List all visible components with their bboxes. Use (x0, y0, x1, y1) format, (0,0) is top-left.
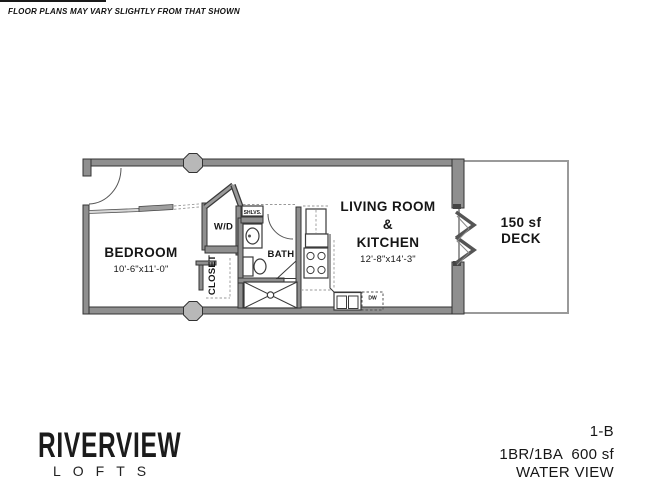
washer-dryer-label: W/D (214, 222, 233, 233)
room-labels: BEDROOM 10'-6"x11'-0" LIVING ROOM & KITC… (104, 199, 541, 302)
burner (317, 251, 326, 261)
door-jamb-top (453, 204, 461, 209)
sliding-door-rail (88, 208, 140, 214)
closet-shelving (206, 258, 231, 299)
toilet-bowl (253, 258, 267, 275)
columns (183, 153, 203, 321)
deck-bifold-door-fold-line (456, 215, 470, 266)
kitchen-cabinet (304, 233, 329, 248)
living-room-label-line1: LIVING ROOM (340, 199, 435, 214)
entry-door-swing (88, 167, 122, 205)
dishwasher-box (361, 291, 384, 311)
wd-closet-door-right (231, 184, 243, 208)
bath-door-swing (267, 213, 294, 240)
living-room-label-line2: & (383, 217, 393, 232)
brand-subtitle: LOFTS (53, 463, 159, 479)
bath-sink (245, 227, 260, 245)
wall-right-upper (451, 158, 465, 209)
deck-size-label: 150 sf (501, 215, 542, 230)
bath-east-wall (295, 206, 302, 309)
wd-closet-door-left (204, 183, 234, 209)
living-room-dimensions: 12'-8"x14'-3" (360, 254, 416, 265)
living-room-label-line3: KITCHEN (357, 235, 420, 250)
interior-walls (195, 182, 302, 309)
burner (306, 251, 315, 261)
deck-bifold-door-lower (454, 235, 477, 265)
shower-drain (266, 291, 275, 299)
closet-north-stub (195, 260, 217, 266)
sliding-door (88, 203, 202, 214)
bath-north-wall (240, 216, 264, 224)
brand-name: RIVERVIEW (38, 426, 182, 465)
burner (317, 265, 326, 275)
kitchen-sink (333, 291, 362, 311)
bedroom-label: BEDROOM (104, 245, 177, 260)
disclaimer-text: FLOOR PLANS MAY VARY SLIGHTLY FROM THAT … (8, 7, 240, 16)
sink-basin-right (348, 295, 359, 309)
closet-label: CLOSET (207, 255, 218, 295)
burner (306, 265, 315, 275)
sliding-door-panel (138, 204, 174, 212)
overhead-dashed-lines (243, 204, 335, 291)
top-border-line (0, 0, 106, 2)
wd-shelf-bar (204, 245, 239, 254)
shelves-label: SHLVS. (244, 210, 262, 216)
sink-basin-left (336, 295, 347, 309)
wall-top-left-stub (82, 158, 92, 177)
bath-west-wall (237, 217, 244, 309)
wall-top (82, 158, 456, 167)
doors (88, 167, 477, 279)
bathroom-fixtures (241, 205, 298, 309)
wall-right-lower (451, 261, 465, 315)
bedroom-dimensions: 10'-6"x11'-0" (113, 264, 168, 275)
closet-open-door (198, 264, 204, 291)
bath-faucet (248, 234, 251, 238)
toilet-tank (242, 256, 254, 277)
wall-left (82, 204, 90, 315)
wd-closet-left-wall (201, 202, 208, 251)
stove (303, 247, 329, 279)
unit-number: 1-B (589, 423, 614, 440)
dishwasher-label: DW (368, 296, 377, 302)
deck-label: DECK (501, 231, 541, 246)
column-bottom (183, 301, 203, 321)
deck-bifold-door-upper (454, 210, 477, 240)
exterior-walls (82, 158, 465, 315)
unit-specs: 1BR/1BA 600 sf (499, 446, 614, 463)
kitchen-fixtures (303, 208, 384, 311)
shelves-box (241, 205, 264, 217)
shower-door (275, 259, 297, 279)
unit-feature: WATER VIEW (516, 464, 614, 481)
bath-label: BATH (268, 249, 295, 260)
column-top (183, 153, 203, 173)
unit-info-block: 1-B 1BR/1BA 600 sf WATER VIEW (499, 423, 614, 482)
